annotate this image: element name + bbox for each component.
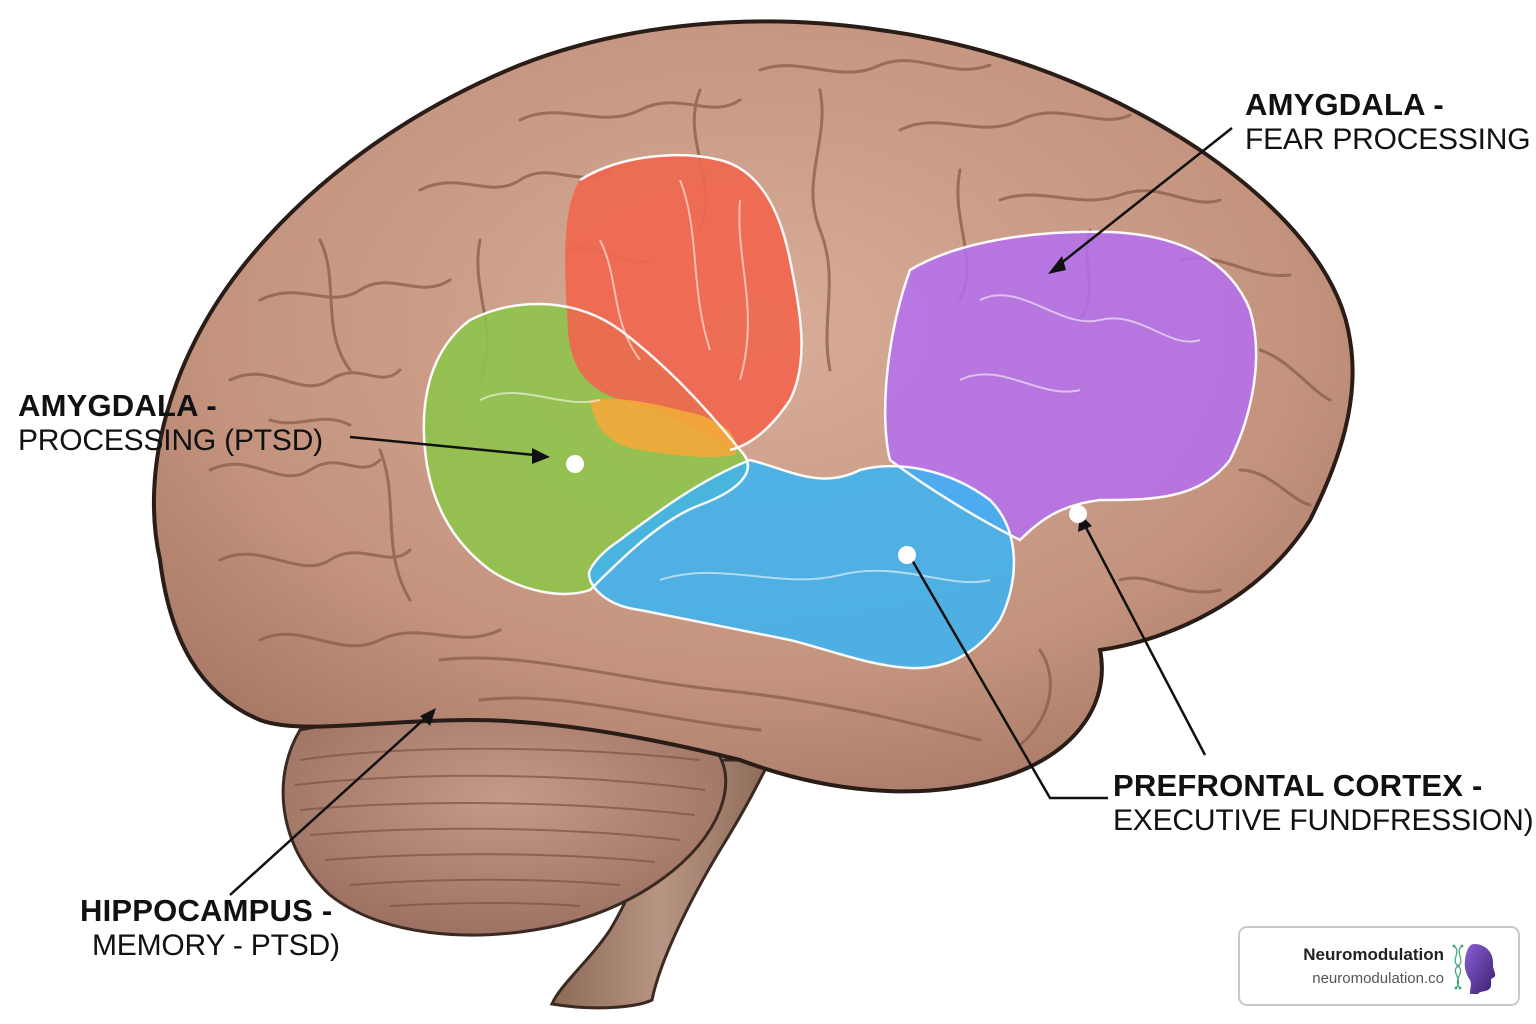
label-hippocampus: HIPPOCAMPUS - MEMORY - PTSD) [80,893,340,962]
pointer-prefrontal [910,559,1108,800]
label-prefrontal-sub: EXECUTIVE FUNDFRESSION) [1113,803,1534,837]
pointer-lines [229,127,1233,896]
label-amygdala-ptsd: AMYGDALA - PROCESSING (PTSD) [18,388,323,457]
pointer-purple-dot [1080,519,1207,756]
region-blue [589,460,1014,669]
pointer-hippocampus [229,711,433,896]
dot-green [566,455,584,473]
region-red [565,155,802,450]
brand-name: Neuromodulation [1303,945,1444,964]
head-silhouette-logo-icon [1452,944,1496,994]
label-prefrontal-title: PREFRONTAL CORTEX - [1113,768,1483,803]
label-amygdala-fear: AMYGDALA - FEAR PROCESSING [1245,87,1531,156]
highlighted-regions [423,155,1257,669]
dot-purple [1069,505,1087,523]
label-amygdala-ptsd-title: AMYGDALA - [18,388,217,423]
arrowheads [420,256,1092,726]
label-amygdala-fear-title: AMYGDALA - [1245,87,1444,122]
brand-watermark: Neuromodulation neuromodulation.co [1238,926,1520,1006]
pointer-amygdala-ptsd [349,435,546,458]
label-amygdala-ptsd-sub: PROCESSING (PTSD) [18,423,323,457]
label-amygdala-fear-sub: FEAR PROCESSING [1245,122,1531,156]
region-orange [590,398,737,458]
label-hippocampus-sub: MEMORY - PTSD) [92,928,340,962]
cerebellum-folds [294,747,706,907]
region-purple [885,231,1257,540]
dot-blue [898,546,916,564]
label-prefrontal-cortex: PREFRONTAL CORTEX - EXECUTIVE FUNDFRESSI… [1113,768,1534,837]
pointer-amygdala-fear [1054,127,1233,269]
label-hippocampus-title: HIPPOCAMPUS - [80,893,333,928]
marker-dots [566,455,1087,564]
brand-url: neuromodulation.co [1312,970,1444,987]
region-folds [479,179,1201,584]
